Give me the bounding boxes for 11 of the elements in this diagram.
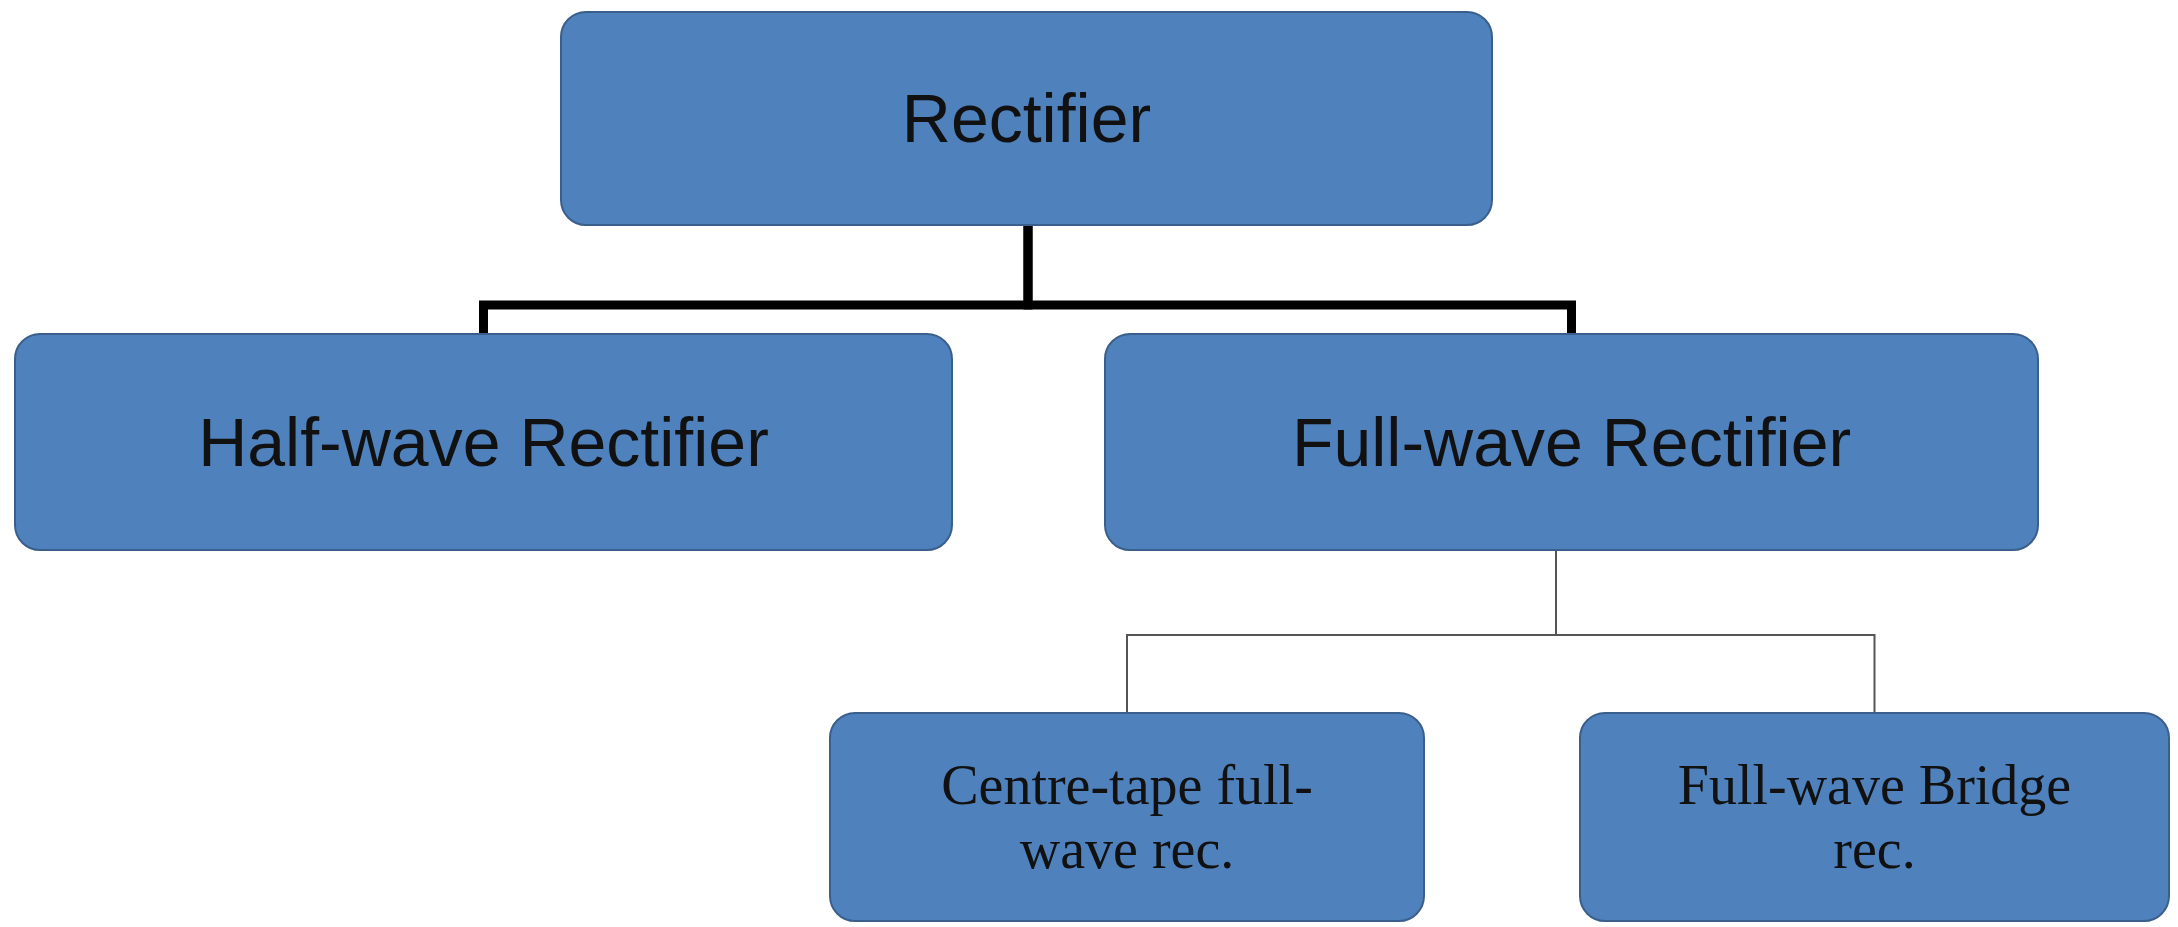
box-label: Rectifier	[901, 79, 1152, 158]
category-box	[1104, 333, 2039, 551]
box-label: Half-wave Rectifier	[198, 402, 769, 482]
category-box	[14, 333, 953, 551]
category-box	[560, 11, 1493, 226]
category-box	[829, 712, 1425, 922]
box-label: Full-wave Bridge rec.	[1676, 752, 2073, 882]
box-label: Centre-tape full-wave rec.	[940, 752, 1314, 882]
box-label: Full-wave Rectifier	[1291, 402, 1852, 482]
category-box	[1579, 712, 2170, 922]
connector-line	[1023, 226, 1576, 333]
